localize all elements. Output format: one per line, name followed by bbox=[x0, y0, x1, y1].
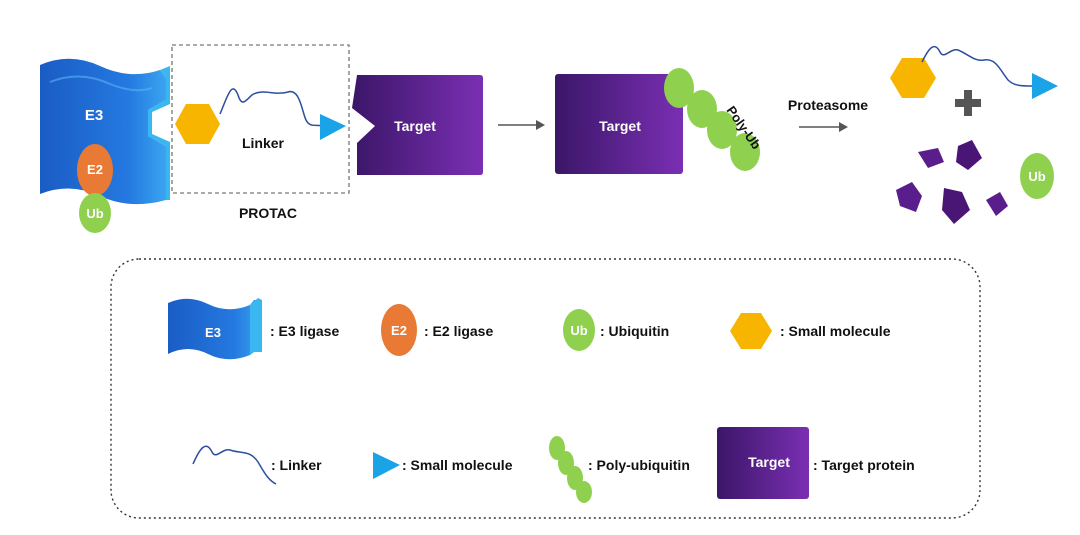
legend-e3-icon-text: E3 bbox=[205, 325, 221, 340]
protac-box bbox=[171, 44, 350, 194]
e3-ligase-shape: E3 bbox=[40, 58, 170, 205]
legend-ub-icon-text: Ub bbox=[570, 323, 587, 338]
small-molecule-triangle bbox=[320, 114, 346, 140]
recycled-ub-label: Ub bbox=[1028, 169, 1045, 184]
legend-e2-label: : E2 ligase bbox=[424, 323, 493, 339]
legend-target-icon: Target bbox=[717, 427, 809, 499]
released-small-molecule-hexagon bbox=[890, 58, 936, 98]
legend-e2-icon: E2 bbox=[381, 304, 417, 356]
poly-ub-chain bbox=[664, 68, 760, 171]
legend-linker-label: : Linker bbox=[271, 457, 322, 473]
legend-target-label: : Target protein bbox=[813, 457, 915, 473]
peptide-fragments bbox=[896, 140, 1008, 224]
legend-triangle-icon bbox=[373, 452, 400, 479]
plus-icon bbox=[955, 90, 981, 116]
e2-label: E2 bbox=[87, 162, 103, 177]
arrow-right-2 bbox=[799, 122, 848, 132]
released-linker bbox=[921, 45, 1033, 87]
legend-poly-ub-label: : Poly-ubiquitin bbox=[588, 457, 690, 473]
proteasome-label: Proteasome bbox=[788, 97, 868, 113]
legend-ub-label: : Ubiquitin bbox=[600, 323, 669, 339]
e3-label: E3 bbox=[85, 107, 103, 124]
target-label: Target bbox=[394, 118, 436, 134]
legend-e3-icon: E3 bbox=[168, 298, 262, 360]
legend-e3-label: : E3 ligase bbox=[270, 323, 339, 339]
target-protein-shape: Target bbox=[352, 75, 483, 175]
legend-box bbox=[110, 258, 981, 519]
ub-label: Ub bbox=[86, 206, 103, 221]
e2-ligase-shape: E2 bbox=[77, 144, 113, 196]
legend-hexagon-icon bbox=[730, 313, 772, 349]
released-small-molecule-triangle bbox=[1032, 73, 1058, 99]
target-protein-ubiquitinated: Target bbox=[555, 74, 683, 174]
recycled-ubiquitin: Ub bbox=[1020, 153, 1054, 199]
legend-e2-icon-text: E2 bbox=[391, 323, 407, 338]
legend-hexagon-label: : Small molecule bbox=[780, 323, 891, 339]
linker-label: Linker bbox=[242, 135, 285, 151]
legend-ub-icon: Ub bbox=[563, 309, 595, 351]
legend-triangle-label: : Small molecule bbox=[402, 457, 513, 473]
legend-poly-ub-icon bbox=[549, 436, 592, 503]
ubiquitin-shape: Ub bbox=[79, 193, 111, 233]
small-molecule-hexagon bbox=[175, 104, 220, 144]
protac-label: PROTAC bbox=[239, 205, 297, 221]
linker-curve bbox=[219, 88, 323, 127]
legend-linker-icon bbox=[192, 445, 277, 485]
arrow-right bbox=[498, 120, 545, 130]
legend-target-icon-text: Target bbox=[748, 454, 790, 470]
target-label-2: Target bbox=[599, 118, 641, 134]
